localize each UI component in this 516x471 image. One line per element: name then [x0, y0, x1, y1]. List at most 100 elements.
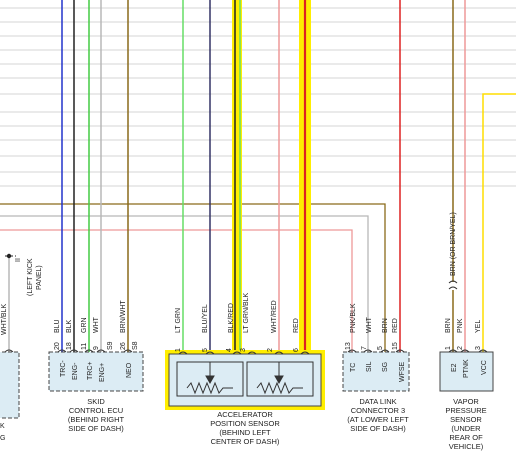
left-connector-box	[0, 351, 20, 419]
kick-panel-marker: II	[15, 258, 22, 262]
vapor-pin-2-color: PNK	[457, 318, 464, 333]
skid-label-3: (BEHIND RIGHT	[68, 415, 125, 424]
skid-ecu-box	[48, 351, 144, 392]
vapor-label-3: SENSOR	[450, 415, 482, 424]
dlc-pin-3-name: SG	[382, 362, 389, 372]
data-link-connector-3: 13 PNK/BLK TC 7 WHT SIL 5 BRN SG 15 RED …	[342, 303, 410, 433]
vapor-pin-3-color: YEL	[475, 320, 482, 333]
skid-pin-2-num: 18	[66, 342, 73, 350]
dlc-pin-4-color: RED	[392, 318, 399, 333]
skid-s9-label: S9	[107, 341, 114, 350]
aps-pin-arrows	[178, 351, 310, 355]
vapor-box	[439, 351, 494, 392]
skid-pin-5-name: NEO	[126, 362, 133, 378]
skid-pin-3-color: GRN	[81, 317, 88, 333]
skid-pin-4-num: 9	[93, 346, 100, 350]
dlc-label-4: SIDE OF DASH)	[350, 424, 406, 433]
aps-wires	[182, 0, 311, 352]
aps-pin-4-color: LT GRN/BLK	[243, 292, 250, 333]
dlc-pin-2-color: WHT	[366, 316, 373, 333]
dlc-box	[342, 351, 410, 392]
skid-pin-1-color: BLU	[54, 319, 61, 333]
dlc-label-3: (AT LOWER LEFT	[347, 415, 409, 424]
vapor-pin-arrows	[448, 349, 488, 353]
skid-s8-label: S8	[132, 341, 139, 350]
skid-pin-5-num: 26	[120, 342, 127, 350]
skid-label-1: SKID	[87, 397, 105, 406]
left-wire-label: WHT/BLK	[1, 304, 8, 335]
skid-pin-1-name: TRC-	[60, 360, 67, 377]
skid-wires	[61, 0, 129, 352]
aps-pin-2-color: BLU/YEL	[202, 304, 209, 333]
vapor-pressure-sensor: BRN (OR BRN/YEL) 1 BRN E2 2 PNK PTNK 3 Y…	[439, 212, 494, 451]
skid-pin-arrows	[57, 349, 133, 353]
aps-pin-3-num: 4	[226, 348, 233, 352]
skid-pin-2-color: BLK	[66, 319, 73, 333]
dlc-pin-1-name: TC	[350, 363, 357, 372]
aps-pin-2-num: 5	[202, 348, 209, 352]
dlc-pin-3-num: 5	[377, 346, 384, 350]
aps-pin-6-color: RED	[293, 318, 300, 333]
aps-pin-4-num: 3	[240, 348, 247, 352]
trunk-wires	[0, 203, 386, 360]
dlc-pin-4-num: 15	[392, 342, 399, 350]
vapor-label-5: REAR OF	[449, 433, 483, 442]
skid-pin-4-name: ENG+	[99, 363, 106, 382]
aps-label-1: ACCELERATOR	[217, 410, 273, 419]
vapor-pin-2-name: PTNK	[463, 359, 470, 378]
aps-pin-3-color: BLK/RED	[228, 303, 235, 333]
aps-pin-1-num: 1	[175, 348, 182, 352]
left-kick-panel: (LEFT KICK PANEL) II WHT/BLK K G	[0, 253, 43, 442]
dlc-pin-arrows	[347, 349, 405, 353]
left-pin-arrow	[4, 349, 14, 353]
aps-pin-6-num: 6	[293, 348, 300, 352]
aps-pin-5-color: WHT/RED	[271, 300, 278, 333]
vapor-pin-3-num: 3	[475, 346, 482, 350]
skid-pin-1-num: 20	[54, 342, 61, 350]
skid-pin-4-color: WHT	[93, 316, 100, 333]
vapor-pin-1-color: BRN	[445, 318, 452, 333]
vapor-inline-connector	[448, 280, 458, 290]
vapor-pin-3-name: VCC	[481, 360, 488, 375]
skid-pin-5-color: BRN/WHT	[120, 300, 127, 333]
splice-dot	[6, 253, 12, 259]
aps-label-2: POSITION SENSOR	[210, 419, 280, 428]
background-bus-lines	[0, 7, 516, 187]
aps-box	[168, 353, 322, 407]
vapor-wires	[452, 0, 466, 352]
vapor-label-4: (UNDER	[451, 424, 481, 433]
dlc-label-1: DATA LINK	[359, 397, 396, 406]
yellow-wire-top-right	[482, 93, 516, 360]
aps-pin-1-color: LT GRN	[175, 308, 182, 333]
aps-pin-5-num: 2	[267, 348, 274, 352]
skid-pin-3-name: TRC+	[87, 362, 94, 380]
dlc-label-2: CONNECTOR 3	[351, 406, 405, 415]
vapor-label-6: VEHICLE)	[449, 442, 484, 451]
dlc-pin-2-name: SIL	[366, 361, 373, 372]
skid-label-2: CONTROL ECU	[69, 406, 123, 415]
dlc-pin-2-num: 7	[361, 346, 368, 350]
vapor-pin-2-num: 2	[457, 346, 464, 350]
skid-pin-3-num: 11	[81, 343, 88, 350]
vapor-pin-1-num: 1	[445, 346, 452, 350]
left-partial-text-2: G	[0, 435, 5, 442]
kick-panel-label-2: PANEL)	[36, 265, 43, 290]
aps-resistor-2	[246, 361, 314, 397]
aps-label-3: (BEHIND LEFT	[219, 428, 271, 437]
skid-pin-2-name: ENG-	[72, 362, 79, 380]
accelerator-position-sensor: 1 LT GRN 5 BLU/YEL 4 BLK/RED 3 LT GRN/BL…	[165, 292, 325, 446]
vapor-pin-1-name: E2	[451, 363, 458, 372]
dlc-pin-4-name: WFSE	[399, 361, 406, 382]
vapor-label-2: PRESSURE	[445, 406, 486, 415]
vapor-wire-label: BRN (OR BRN/YEL)	[450, 212, 457, 276]
kick-panel-label-1: (LEFT KICK	[27, 258, 34, 296]
dlc-pin-1-num: 13	[345, 342, 352, 350]
dlc-pin-1-color: PNK/BLK	[350, 303, 357, 333]
skid-label-4: SIDE OF DASH)	[68, 424, 124, 433]
aps-resistor-1	[176, 361, 244, 397]
skid-control-ecu: 20 BLU TRC- 18 BLK ENG- 11 GRN TRC+ 9 WH…	[48, 300, 144, 433]
dlc-pin-3-color: BRN	[382, 318, 389, 333]
left-partial-text-1: K	[0, 423, 5, 430]
aps-label-4: CENTER OF DASH)	[211, 437, 280, 446]
